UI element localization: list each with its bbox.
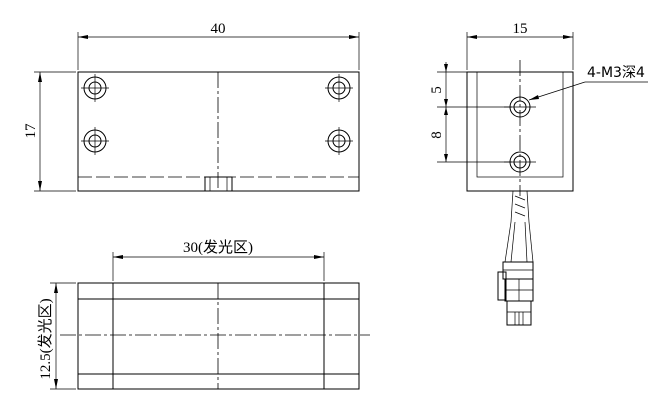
thread-callout-label: 4-M3深4 xyxy=(587,65,645,81)
emit-area-outline xyxy=(112,282,325,390)
top-view: 30(发光区) 12.5(发光区) xyxy=(37,239,370,390)
front-view: 40 17 xyxy=(23,21,360,192)
front-hole-top-left xyxy=(81,74,109,102)
dim-front-height-label: 17 xyxy=(23,123,39,139)
side-view: 15 5 8 4-M3深4 xyxy=(429,21,648,326)
dim-emit-length: 30(发光区) xyxy=(112,239,325,281)
front-cable-notch xyxy=(204,176,233,192)
front-view-outline xyxy=(77,71,360,192)
dim-front-height: 17 xyxy=(23,71,76,192)
dim-hole-spacing-label: 8 xyxy=(429,131,445,139)
front-hole-bottom-right xyxy=(325,127,353,155)
thread-callout: 4-M3深4 xyxy=(528,65,648,101)
dim-emit-width-label: 12.5(发光区) xyxy=(37,298,54,379)
dim-emit-length-label: 30(发光区) xyxy=(183,239,253,256)
dim-side-width: 15 xyxy=(466,21,574,70)
dim-side-width-label: 15 xyxy=(513,21,528,37)
front-hole-top-right xyxy=(325,74,353,102)
front-hole-bottom-left xyxy=(81,127,109,155)
dim-emit-width: 12.5(发光区) xyxy=(37,282,76,390)
dim-hole-offset-label: 5 xyxy=(429,86,445,94)
dim-front-width: 40 xyxy=(77,21,360,70)
cable-connector xyxy=(497,190,534,326)
dim-front-width-label: 40 xyxy=(211,21,226,37)
dim-side-vertical: 5 8 xyxy=(429,62,512,163)
